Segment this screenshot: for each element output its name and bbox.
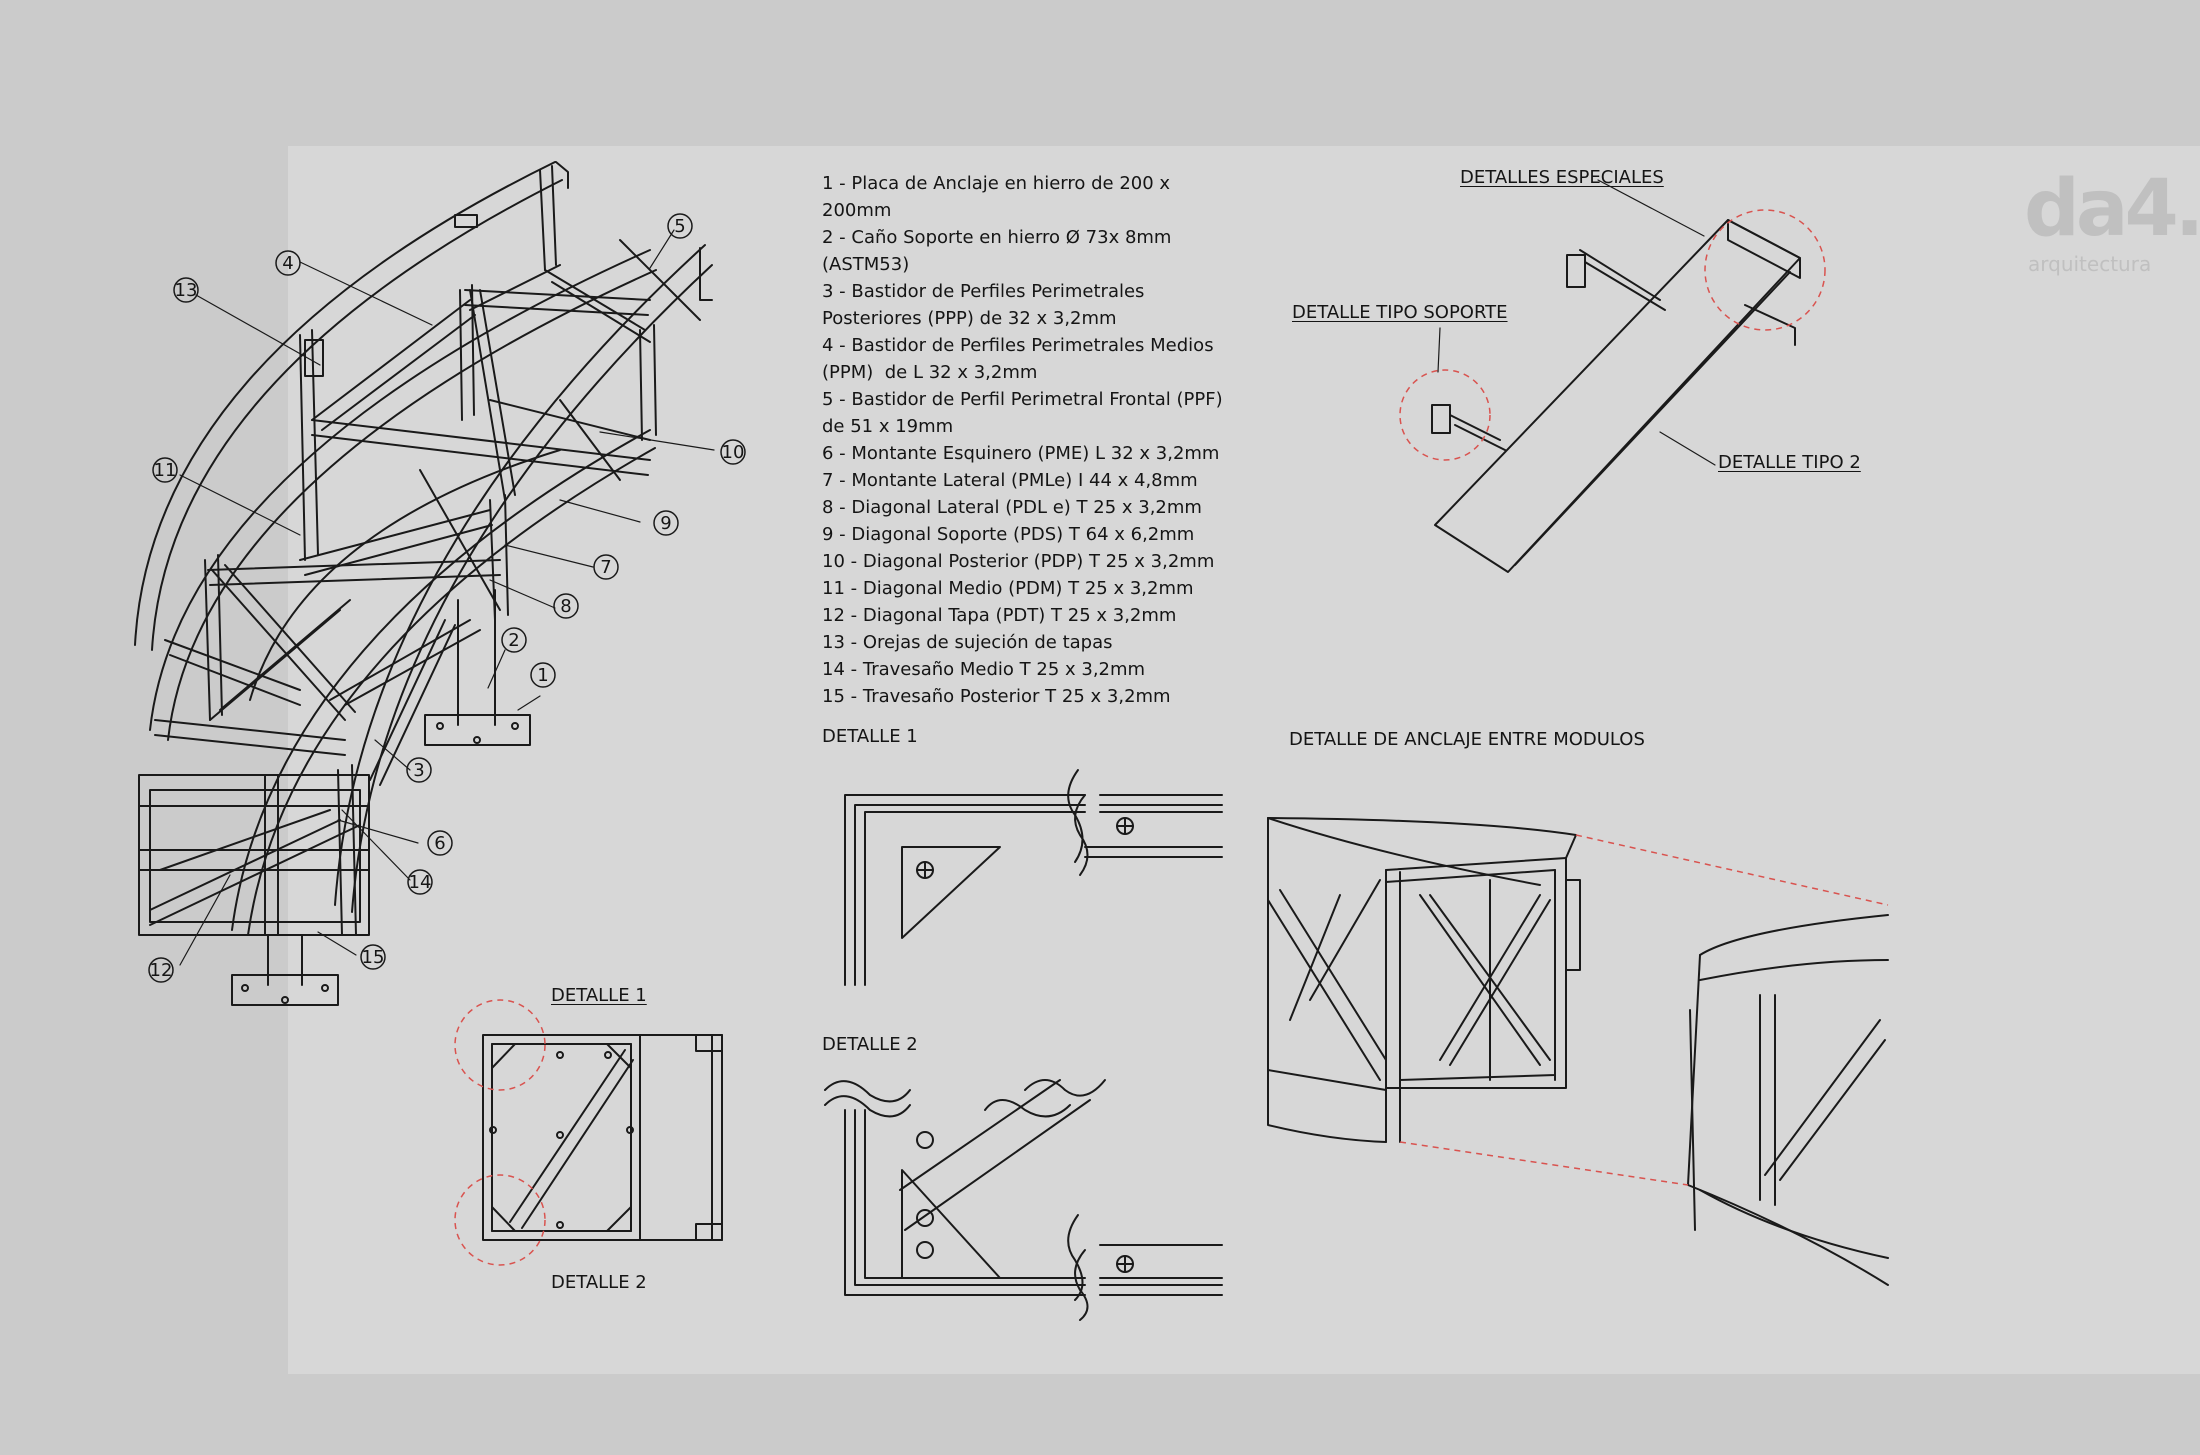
legend-item-7: 7 - Montante Lateral (PMLe) I 44 x 4,8mm [822,470,1198,491]
legend-item-15: 15 - Travesaño Posterior T 25 x 3,2mm [822,686,1171,707]
legend-item-1: 1 - Placa de Anclaje en hierro de 200 x … [822,173,1176,221]
callout-1: 1 [537,665,548,686]
detalle-2-drawing [824,1079,1223,1321]
callout-10: 10 [722,442,745,463]
callout-9: 9 [660,513,671,534]
callout-circles [148,213,746,983]
callout-14: 14 [409,872,432,893]
callout-2: 2 [508,630,519,651]
curved-truss-isometric [134,161,713,1006]
label-detalle-anclaje: DETALLE DE ANCLAJE ENTRE MODULOS [1289,729,1645,750]
detalle-anclaje-drawing [1267,817,1889,1286]
legend-item-5: 5 - Bastidor de Perfil Perimetral Fronta… [822,389,1229,437]
label-detalle-2-small: DETALLE 2 [551,1272,647,1293]
legend-item-9: 9 - Diagonal Soporte (PDS) T 64 x 6,2mm [822,524,1195,545]
legend-item-3: 3 - Bastidor de Perfiles Perimetrales Po… [822,281,1151,329]
callout-3: 3 [413,760,424,781]
detail-markers [454,209,1889,1266]
legend-item-13: 13 - Orejas de sujeción de tapas [822,632,1113,653]
callout-8: 8 [560,596,571,617]
legend-item-11: 11 - Diagonal Medio (PDM) T 25 x 3,2mm [822,578,1194,599]
callout-5: 5 [674,216,685,237]
callout-4: 4 [282,253,293,274]
legend-item-4: 4 - Bastidor de Perfiles Perimetrales Me… [822,335,1220,383]
legend-item-10: 10 - Diagonal Posterior (PDP) T 25 x 3,2… [822,551,1215,572]
legend-item-12: 12 - Diagonal Tapa (PDT) T 25 x 3,2mm [822,605,1177,626]
callout-leaders [179,229,715,966]
callout-13: 13 [175,280,198,301]
legend-item-6: 6 - Montante Esquinero (PME) L 32 x 3,2m… [822,443,1220,464]
label-detalle-tipo-2: DETALLE TIPO 2 [1718,452,1861,473]
callout-number-labels: 1 2 3 4 5 6 7 8 9 10 11 12 13 14 15 [150,216,745,981]
label-detalle-2: DETALLE 2 [822,1034,918,1055]
legend-item-14: 14 - Travesaño Medio T 25 x 3,2mm [822,659,1146,680]
detalles-especiales-drawing [1431,179,1801,573]
parts-legend: 1 - Placa de Anclaje en hierro de 200 x … [822,170,1242,710]
callout-11: 11 [154,460,177,481]
legend-item-8: 8 - Diagonal Lateral (PDL e) T 25 x 3,2m… [822,497,1202,518]
label-detalle-1: DETALLE 1 [822,726,918,747]
drawing-sheet [288,146,2200,1374]
callout-12: 12 [150,960,173,981]
brand-logo: da4. [2024,164,2200,254]
label-detalles-especiales: DETALLES ESPECIALES [1460,167,1664,188]
callout-15: 15 [362,947,385,968]
label-detalle-1-small: DETALLE 1 [551,985,647,1006]
detalle-1-drawing [844,769,1223,986]
callout-7: 7 [600,557,611,578]
callout-6: 6 [434,833,445,854]
brand-logo-subtitle: arquitectura [2028,252,2152,276]
small-section-drawing [482,1034,723,1241]
legend-item-2: 2 - Caño Soporte en hierro Ø 73x 8mm (AS… [822,227,1178,275]
label-detalle-tipo-soporte: DETALLE TIPO SOPORTE [1292,302,1508,323]
